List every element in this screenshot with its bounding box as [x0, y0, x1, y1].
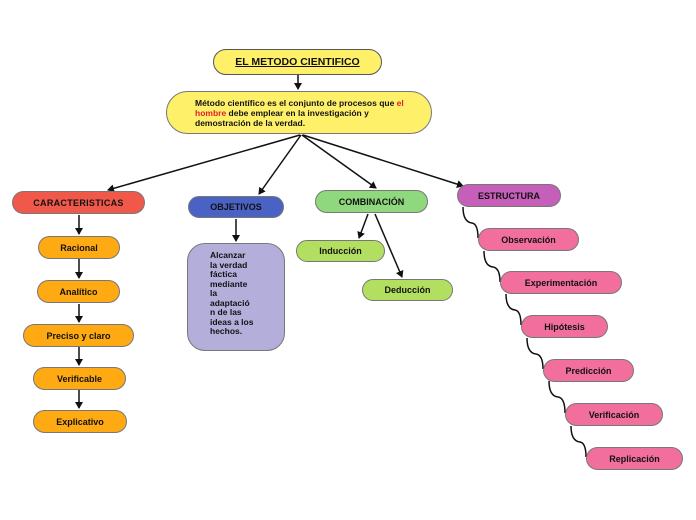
hipotesis-node[interactable]: Hipótesis — [521, 315, 608, 338]
definition-to-objetivos-arrow — [258, 134, 302, 195]
observacion-to-experimentacion-connector — [483, 250, 501, 283]
caracteristicas-node[interactable]: CARACTERISTICAS — [12, 191, 145, 214]
deduccion-node[interactable]: Deducción — [362, 279, 453, 301]
hipotesis-to-prediccion-connector — [526, 337, 544, 370]
induccion-node[interactable]: Inducción — [296, 240, 385, 262]
highlight-el: el — [396, 97, 404, 108]
definition-to-caracteristicas-arrow — [107, 134, 301, 193]
analitico-node[interactable]: Analítico — [37, 280, 120, 303]
prediccion-to-verificacion-connector — [548, 380, 566, 414]
combinacion-to-induccion-arrow — [357, 213, 369, 239]
prediccion-node[interactable]: Predicción — [543, 359, 634, 382]
combinacion-to-deduccion-arrow — [374, 213, 404, 278]
title-node[interactable]: EL METODO CIENTIFICO — [213, 49, 382, 75]
definition-to-combinacion-arrow — [301, 134, 377, 189]
verificable-node[interactable]: Verificable — [33, 367, 126, 390]
explicativo-node[interactable]: Explicativo — [33, 410, 127, 433]
experimentacion-to-hipotesis-connector — [505, 293, 522, 326]
verificacion-node[interactable]: Verificación — [565, 403, 663, 426]
verificacion-to-replicacion-connector — [570, 425, 587, 458]
definition-node[interactable]: Método científico es el conjunto de proc… — [166, 91, 432, 134]
definition-to-estructura-arrow — [302, 134, 464, 188]
estructura-node[interactable]: ESTRUCTURA — [457, 184, 561, 207]
combinacion-node[interactable]: COMBINACIÓN — [315, 190, 428, 213]
racional-node[interactable]: Racional — [38, 236, 120, 259]
observacion-node[interactable]: Observación — [478, 228, 579, 251]
highlight-hombre: hombre — [195, 107, 227, 118]
replicacion-node[interactable]: Replicación — [586, 447, 683, 470]
estructura-to-observacion-connector — [462, 206, 479, 239]
preciso-y-claro-node[interactable]: Preciso y claro — [23, 324, 134, 347]
definition-text: Método científico es el conjunto de proc… — [195, 97, 404, 128]
experimentacion-node[interactable]: Experimentación — [500, 271, 622, 294]
objetivos-text-node[interactable]: Alcanzar la verdad fáctica mediante la a… — [187, 243, 285, 351]
objetivos-node[interactable]: OBJETIVOS — [188, 196, 284, 218]
